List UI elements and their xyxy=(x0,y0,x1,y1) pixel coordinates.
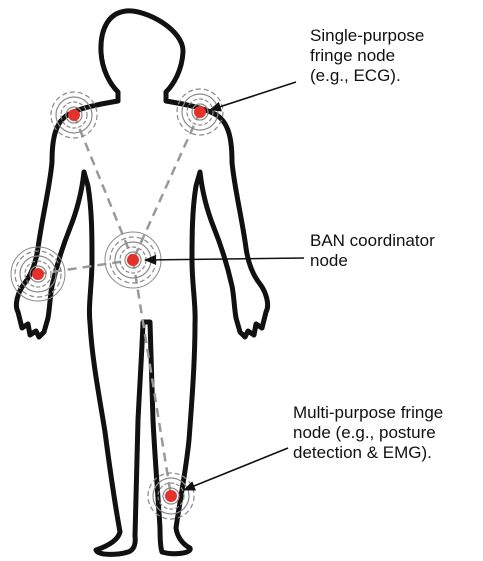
node-dot-left-hand xyxy=(32,268,44,280)
multi-purpose-label-line-1: Multi-purpose fringe xyxy=(293,403,443,423)
multi-purpose-label-line-3: detection & EMG). xyxy=(293,443,443,463)
multi-purpose-label-line-2: node (e.g., posture xyxy=(293,423,443,443)
node-dot-coordinator xyxy=(127,254,139,266)
single-purpose-label-line-2: fringe node xyxy=(310,46,424,66)
callout-arrow-coordinator xyxy=(145,258,304,260)
node-dot-left-shoulder xyxy=(68,109,80,121)
network-links xyxy=(38,112,200,496)
coordinator-label-line-1: BAN coordinator xyxy=(310,231,435,251)
callout-arrow-single-purpose xyxy=(210,82,296,110)
multi-purpose-node-label: Multi-purpose fringe node (e.g., posture… xyxy=(293,403,443,463)
coordinator-label-line-2: node xyxy=(310,251,435,271)
single-purpose-node-label: Single-purpose fringe node (e.g., ECG). xyxy=(310,26,424,86)
callout-arrow-multi-purpose xyxy=(184,448,288,490)
coordinator-node-label: BAN coordinator node xyxy=(310,231,435,271)
single-purpose-label-line-1: Single-purpose xyxy=(310,26,424,46)
node-dot-right-shoulder xyxy=(194,106,206,118)
node-dot-ankle xyxy=(165,490,177,502)
single-purpose-label-line-3: (e.g., ECG). xyxy=(310,66,424,86)
sensor-node-ankle xyxy=(148,473,194,519)
